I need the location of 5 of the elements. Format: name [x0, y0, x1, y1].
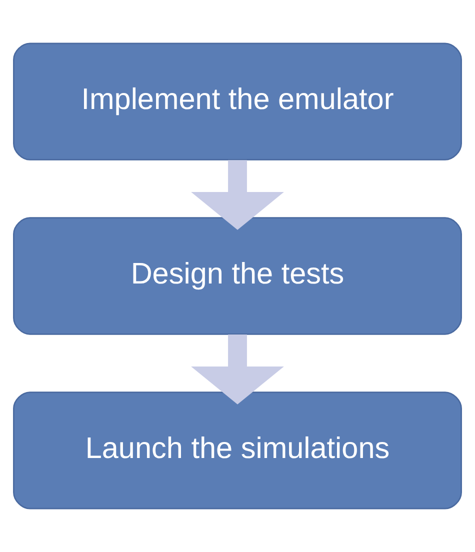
node-box: Design the tests — [13, 217, 462, 335]
arrow — [191, 160, 284, 230]
node-box: Implement the emulator — [13, 42, 462, 160]
node-box: Launch the simulations — [13, 392, 462, 510]
arrow — [191, 334, 284, 404]
